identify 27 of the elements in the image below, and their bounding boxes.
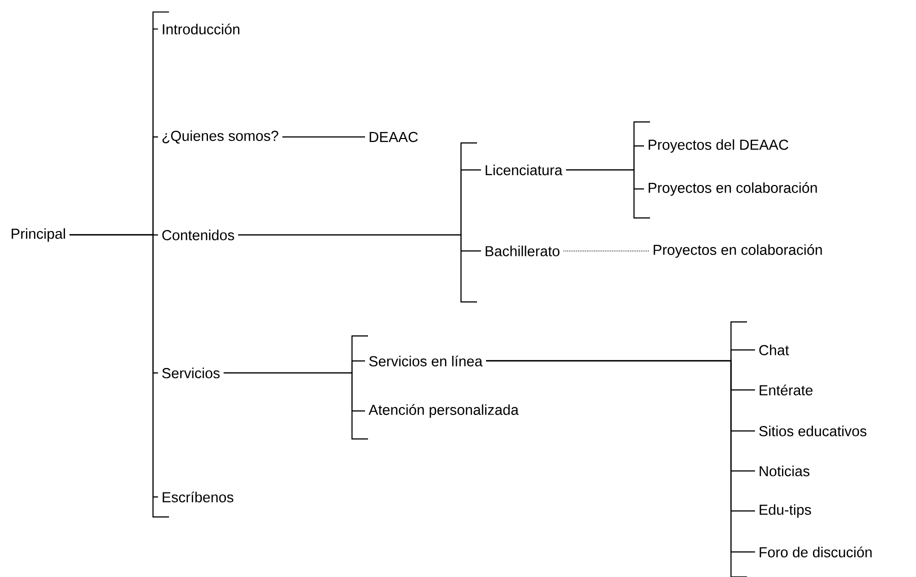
connector-line [566,169,644,190]
menu-item: Proyectos en colaboración [654,244,822,258]
menu-item: Servicios [162,368,220,378]
menu-item: Escríbenos [162,492,234,502]
menu-item: Foro de discución [760,546,872,558]
menu-item: DEAAC [370,132,418,142]
menu-item: Atención personalizada [368,404,519,418]
menu-item: Licenciatura [486,164,562,176]
connector-line [486,360,755,553]
menu-item: ¿Quienes somos? [162,130,278,144]
menu-item: Introducción [162,24,240,34]
menu-item: Sitios educativos [759,426,866,436]
menu-item: Bachillerato [486,246,560,256]
connector-line [282,136,365,138]
menu-item: Edu-tips [760,504,812,518]
dotted-connector [563,250,650,252]
menu-item: Noticias [760,466,810,476]
menu-item: Principal [12,228,65,242]
connector-line [238,234,481,252]
menu-item: Proyectos en colaboración [648,182,817,196]
menu-item: Entérate [760,384,813,396]
menu-item: Servicios en línea [369,356,483,366]
connector-line [70,234,158,498]
menu-item: Contenidos [162,230,234,240]
connector-line [224,372,365,412]
menu-item: Chat [759,344,789,356]
menu-item: Proyectos del DEAAC [648,139,788,153]
